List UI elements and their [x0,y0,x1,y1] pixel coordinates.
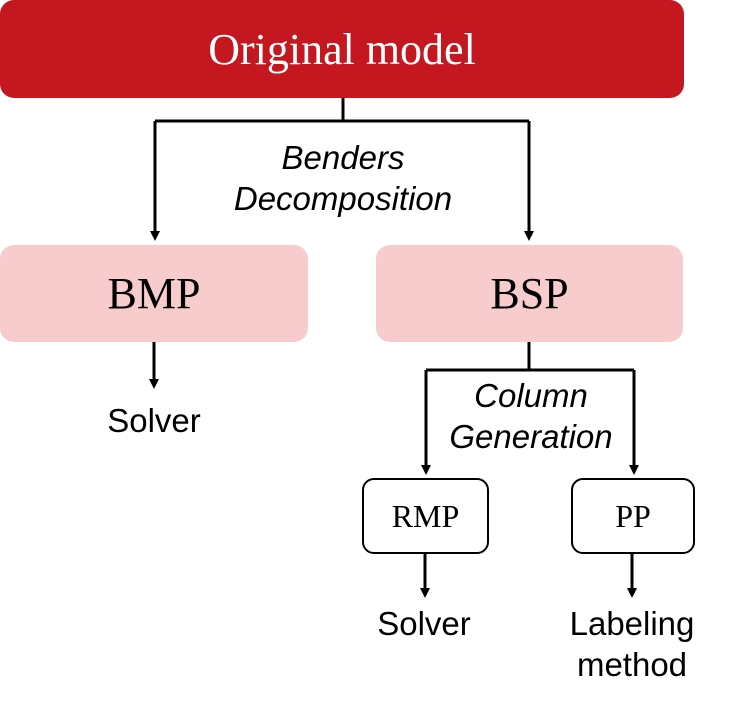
benders-branch-line [155,98,529,123]
node-rmp: RMP [362,478,489,554]
node-pp: PP [571,478,695,554]
node-original-model: Original model [0,0,684,98]
leaf-bmp-solver: Solver [107,402,201,439]
node-pp-label: PP [615,497,651,534]
node-bmp: BMP [0,245,308,342]
node-bmp-label: BMP [107,269,201,318]
edge-label-benders: Benders Decomposition [233,139,453,218]
node-rmp-label: RMP [391,497,460,534]
colgen-branch-line [426,342,634,372]
node-bsp: BSP [376,245,683,342]
leaf-rmp-solver: Solver [377,605,471,642]
edge-label-column-generation: Column Generation [449,377,613,456]
node-original-model-label: Original model [208,24,476,74]
leaf-pp-labeling-method: Labeling method [569,605,695,684]
node-bsp-label: BSP [490,269,569,318]
